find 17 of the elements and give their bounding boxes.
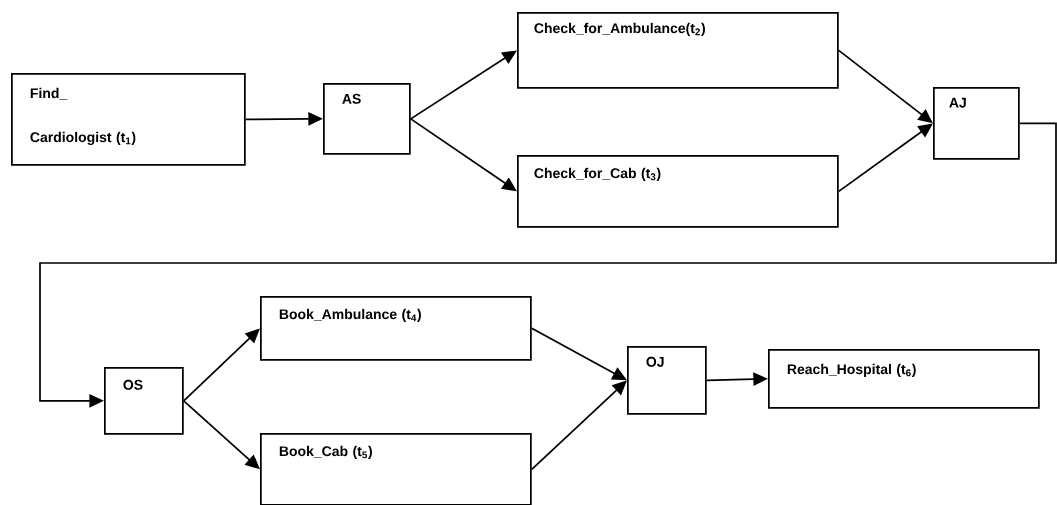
task-box: Check_for_Cab (t$_{3}$) xyxy=(517,155,839,228)
task-box: Book_Ambulance (t$_{4}$) xyxy=(260,296,532,361)
arrow xyxy=(530,327,627,381)
arrow xyxy=(39,122,1057,408)
split-box: AS xyxy=(323,83,411,155)
arrow xyxy=(182,328,260,402)
arrow xyxy=(409,118,517,192)
join-box: AJ xyxy=(933,87,1020,160)
task-box: Check_for_Ambulance(t$_{2}$) xyxy=(517,12,839,89)
task-box: Book_Cab (t$_{5}$) xyxy=(260,433,532,505)
arrow xyxy=(837,123,933,193)
arrow xyxy=(409,50,517,120)
split-box: OS xyxy=(104,367,184,435)
arrow xyxy=(530,380,627,471)
join-box: OJ xyxy=(627,346,707,415)
task-box: Find_ Cardiologist (t$_{1}$) xyxy=(11,73,246,166)
task-box: Reach_Hospital (t$_{6}$) xyxy=(768,349,1040,409)
